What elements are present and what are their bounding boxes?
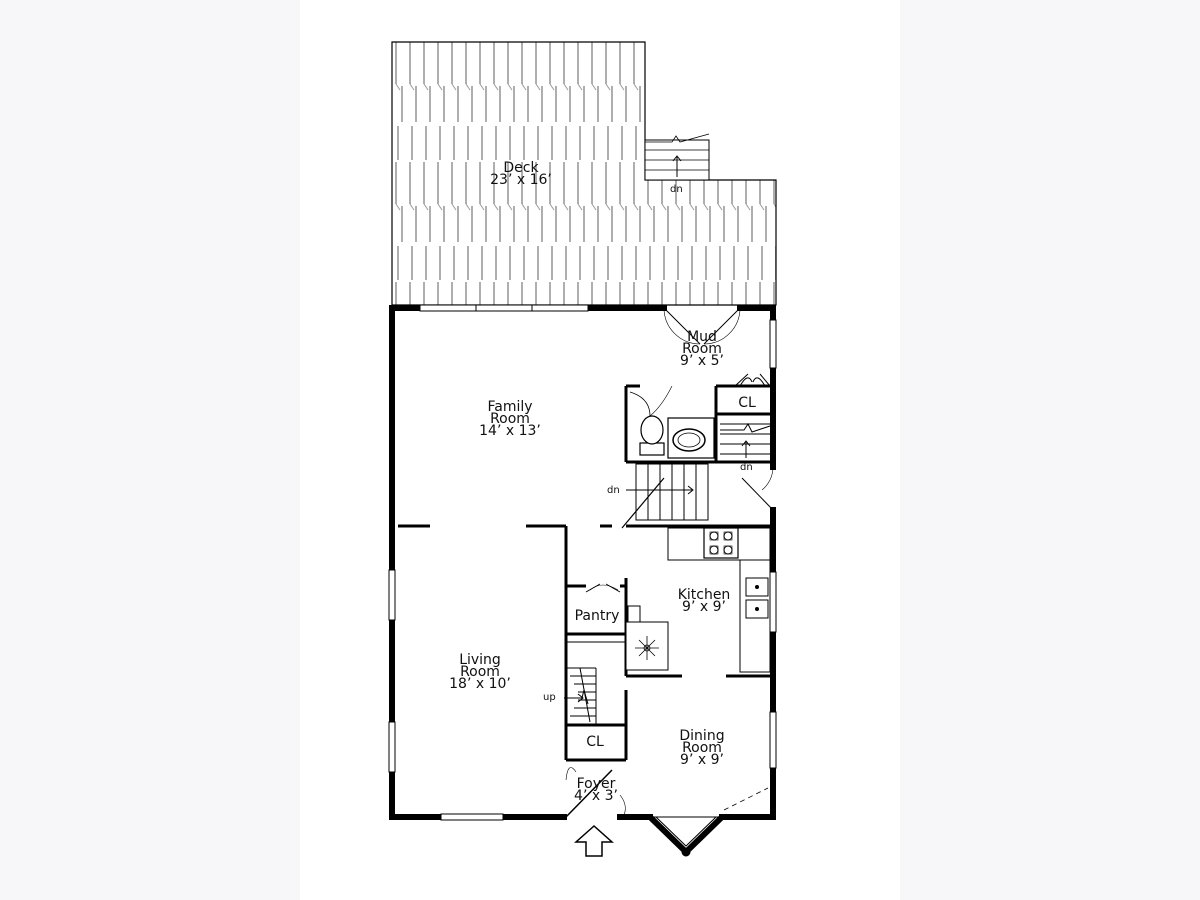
foyer-door [565, 767, 769, 818]
dining-room-name-2: Room [682, 740, 722, 756]
closet-upper-doors [734, 373, 771, 387]
deck [391, 41, 777, 306]
dining-room-name-1: Dining [679, 728, 725, 744]
living-room-name-1: Living [459, 652, 501, 668]
powder-door-swing [649, 385, 673, 417]
deck-steps-label: dn [670, 184, 683, 195]
toilet-icon [629, 391, 665, 456]
foyer-label: Foyer 4’ x 3’ [566, 776, 626, 804]
floor-plan: Deck 23’ x 16’ Mud Room 9’ x 5’ Family R… [300, 0, 900, 900]
bay-window [647, 814, 725, 857]
mud-room-doors [663, 307, 741, 345]
floor-plan-drawing [388, 41, 777, 857]
mud-stairs-label: dn [740, 462, 753, 473]
kitchen-counters [625, 527, 771, 673]
dining-room-label: Dining Room 9’ x 9’ [670, 728, 734, 768]
mud-room-size: 9’ x 5’ [680, 353, 724, 369]
fridge [627, 605, 641, 623]
deck-name: Deck [503, 160, 539, 176]
family-room-label: Family Room 14’ x 13’ [470, 399, 550, 439]
fan-icon [635, 636, 659, 660]
kitchen-size: 9’ x 9’ [682, 599, 726, 615]
deck-label: Deck 23’ x 16’ [486, 160, 556, 188]
family-room-size: 14’ x 13’ [479, 423, 541, 439]
basement-stairs [621, 463, 709, 529]
mud-room-name-1: Mud [687, 329, 717, 345]
closet-upper-name: CL [738, 395, 756, 411]
closet-upper-label: CL [732, 395, 762, 411]
pantry-door [585, 583, 621, 593]
foyer-name: Foyer [576, 776, 616, 792]
mud-room-label: Mud Room 9’ x 5’ [672, 329, 732, 369]
deck-size: 23’ x 16’ [490, 172, 552, 188]
kitchen-label: Kitchen 9’ x 9’ [664, 587, 744, 615]
kitchen-name: Kitchen [677, 587, 731, 603]
entry-arrow-icon [574, 824, 614, 857]
sink-icon [745, 577, 769, 619]
foyer-size: 4’ x 3’ [574, 788, 618, 804]
interior-walls [398, 384, 770, 762]
living-room-size: 18’ x 10’ [449, 676, 511, 692]
family-room-name-2: Room [490, 411, 530, 427]
windows [388, 304, 777, 821]
living-room-name-2: Room [460, 664, 500, 680]
range-icon [703, 527, 739, 559]
upper-stairs [564, 641, 626, 725]
side-door [741, 466, 774, 511]
closet-lower-name: CL [586, 734, 604, 750]
family-room-name-1: Family [487, 399, 533, 415]
deck-steps [644, 133, 710, 181]
pantry-name: Pantry [574, 608, 620, 624]
pantry-label: Pantry [566, 608, 628, 624]
living-room-label: Living Room 18’ x 10’ [440, 652, 520, 692]
dining-room-size: 9’ x 9’ [680, 752, 724, 768]
upper-stairs-label: up [543, 692, 556, 703]
vanity-sink-icon [667, 417, 715, 459]
mud-room-name-2: Room [682, 341, 722, 357]
basement-stairs-label: dn [607, 485, 620, 496]
mud-stairs [720, 423, 771, 458]
closet-lower-label: CL [580, 734, 610, 750]
